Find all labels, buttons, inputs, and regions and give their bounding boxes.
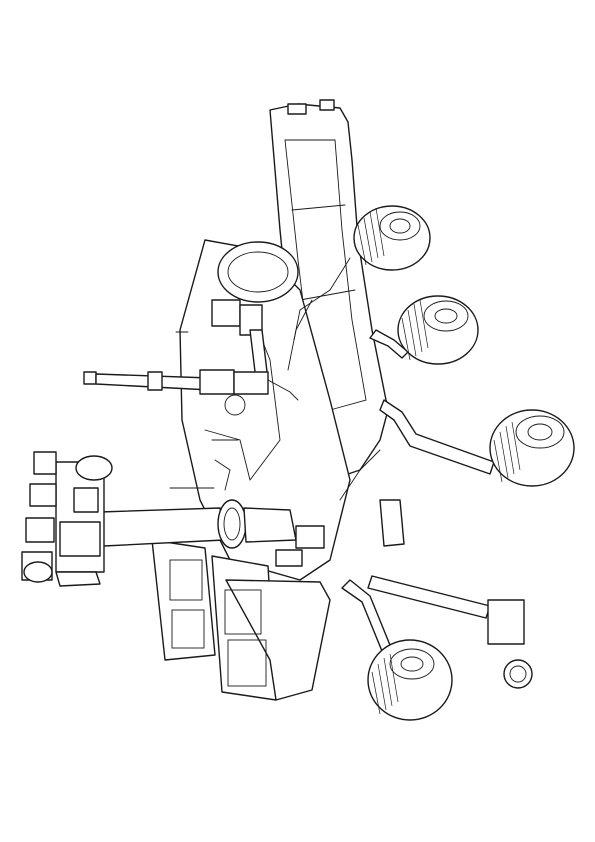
robotic-arm xyxy=(99,499,325,567)
instrument-turret xyxy=(21,451,113,587)
camera-mast xyxy=(175,241,299,381)
wheel-front-right xyxy=(489,409,575,487)
front-solar-panel xyxy=(151,539,331,701)
wheel-middle xyxy=(397,295,479,365)
cables xyxy=(287,257,381,501)
wheel-front-left xyxy=(367,639,453,721)
wheel-rear xyxy=(353,205,431,271)
antenna-boom xyxy=(83,369,299,401)
suspension xyxy=(341,329,533,689)
